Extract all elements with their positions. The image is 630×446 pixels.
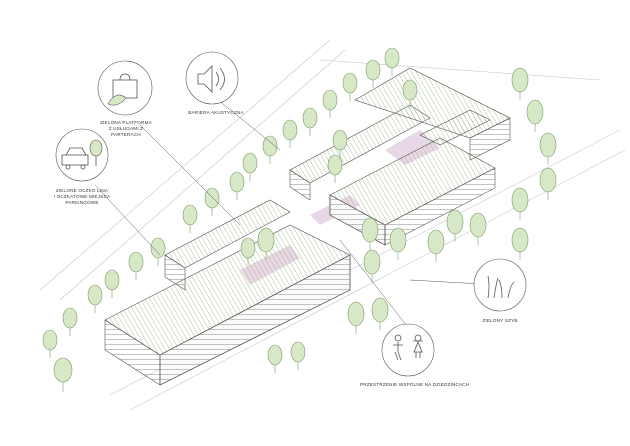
bag-leaf-icon bbox=[97, 60, 153, 116]
grass-icon bbox=[473, 258, 527, 312]
trees bbox=[42, 47, 557, 392]
building-facade bbox=[384, 167, 496, 246]
annotation-acoustic-barrier: BARIERA AKUSTYCZNA bbox=[188, 110, 244, 115]
annotation-common-spaces: PRZESTRZENIE WSPÓLNE NA DZIEDZIŃCACH bbox=[360, 382, 470, 387]
building-facade bbox=[289, 169, 311, 201]
people-icon bbox=[381, 323, 435, 377]
buildings bbox=[104, 67, 511, 386]
car-tree-icon bbox=[55, 128, 109, 182]
building-roof bbox=[419, 109, 491, 146]
annotation-green-parking: ZIELONE OCZKO LINA I OCZKATOWE MIEJSCA P… bbox=[53, 188, 111, 205]
building-facade bbox=[164, 254, 186, 291]
speaker-icon bbox=[185, 51, 239, 105]
building-facade bbox=[469, 117, 511, 161]
annotation-green-platform: ZIELONA PLATFORMA Z USŁUGAMI Z PARTERACH bbox=[100, 120, 152, 137]
annotation-green-shaft: ZIELONY SZYB bbox=[482, 318, 518, 323]
